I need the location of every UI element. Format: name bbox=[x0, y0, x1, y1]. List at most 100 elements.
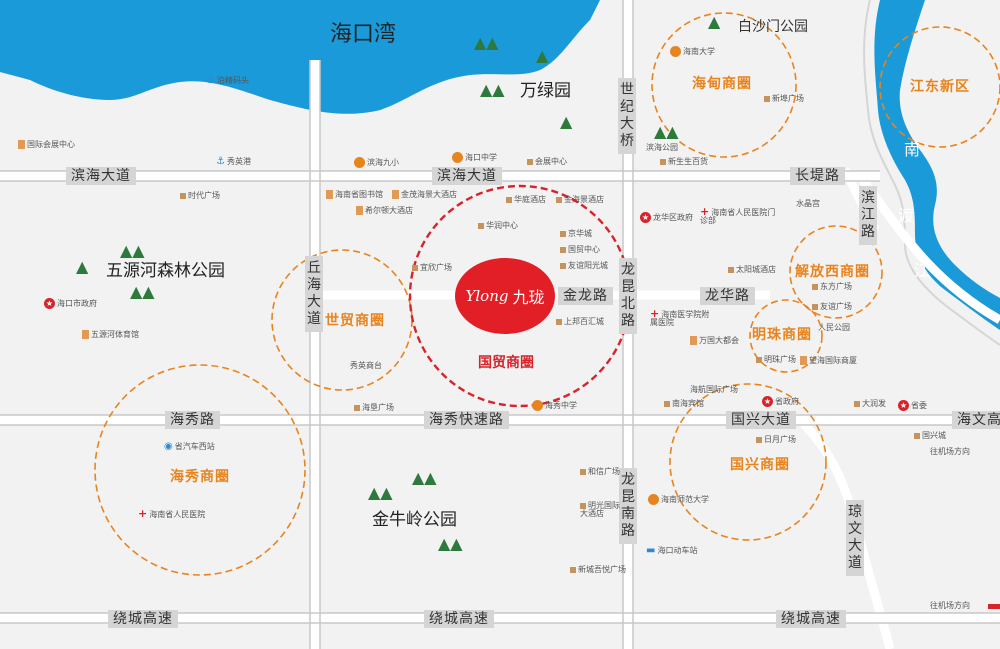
poi-nanhai: 南海宾馆 bbox=[664, 400, 704, 408]
pin-icon bbox=[764, 95, 770, 102]
poi-dock: ⚓泊精码头 bbox=[206, 75, 249, 86]
road-guoxing: 国兴大道 bbox=[726, 411, 796, 429]
poi-huarun: 华润中心 bbox=[478, 222, 518, 230]
building-icon bbox=[800, 356, 807, 365]
park-wuyuan: 五源河森林公园 bbox=[106, 261, 225, 281]
poi-intl-conv: 国际会展中心 bbox=[18, 140, 75, 149]
building-icon bbox=[392, 190, 399, 199]
river-bank bbox=[863, 0, 1000, 346]
pin-icon bbox=[527, 158, 533, 165]
haikou-bay-label: 海口湾 bbox=[330, 22, 397, 47]
school-icon bbox=[354, 157, 365, 168]
park-jinniu: 金牛岭公园 bbox=[372, 510, 457, 530]
tree-icon: ▲▲ bbox=[130, 282, 155, 301]
poi-wanghai: 望海国际商厦 bbox=[800, 356, 857, 365]
tree-icon: ▲ bbox=[708, 12, 721, 31]
poi-hainan-univ: 海南大学 bbox=[670, 46, 715, 57]
zone-guoxing: 国兴商圈 bbox=[730, 457, 790, 473]
bus-station-icon: ◉ bbox=[164, 441, 173, 452]
poi-huiguan: 会展中心 bbox=[527, 158, 567, 166]
poi-binhai-park: 滨海公园 bbox=[646, 143, 678, 152]
poi-renmin-park: 人民公园 bbox=[818, 323, 850, 332]
government-star-icon: ★ bbox=[762, 396, 773, 407]
poi-guoxing: 国兴城 bbox=[914, 432, 946, 440]
pin-icon bbox=[478, 222, 484, 229]
haixiu-zone-circle bbox=[94, 364, 306, 576]
tree-icon: ▲▲ bbox=[120, 241, 145, 260]
poi-haikou-gov: ★海口市政府 bbox=[44, 298, 97, 309]
pin-icon bbox=[580, 468, 586, 475]
poi-jinmao: 金茂海景大酒店 bbox=[392, 190, 457, 199]
poi-guomao-center: 国贸中心 bbox=[560, 246, 600, 254]
building-icon bbox=[82, 330, 89, 339]
park-wanlv: 万绿园 bbox=[520, 81, 571, 101]
pin-icon bbox=[506, 196, 512, 203]
poi-dongfang: 东方广场 bbox=[812, 283, 852, 291]
zone-haidian: 海甸商圈 bbox=[692, 76, 752, 92]
poi-renmin-hosp: +海南省人民医院 bbox=[138, 507, 206, 520]
building-icon bbox=[18, 140, 25, 149]
poi-hilton: 希尔顿大酒店 bbox=[356, 206, 413, 215]
poi-jinghua: 京华城 bbox=[560, 230, 592, 238]
poi-youyi-plaza: 友谊广场 bbox=[812, 303, 852, 311]
pin-icon bbox=[556, 318, 562, 325]
zone-jiefangxi: 解放西商圈 bbox=[795, 264, 870, 280]
poi-airport-road: 往机场方向 bbox=[930, 447, 970, 456]
tree-icon: ▲ bbox=[76, 257, 89, 276]
poi-heyi: 和信广场 bbox=[580, 468, 620, 476]
poi-yikai: 宜欣广场 bbox=[412, 264, 452, 272]
poi-binhai-jiuxiao: 滨海九小 bbox=[354, 157, 399, 168]
park-baisha: 白沙门公园 bbox=[738, 19, 808, 35]
pin-icon bbox=[580, 502, 586, 509]
government-star-icon: ★ bbox=[898, 400, 909, 411]
poi-shangbang: 上邦百汇城 bbox=[556, 318, 604, 326]
zone-guomao: 国贸商圈 bbox=[478, 355, 534, 371]
school-icon bbox=[452, 152, 463, 163]
pin-icon bbox=[812, 283, 818, 290]
tree-icon: ▲ bbox=[536, 46, 549, 65]
pin-icon bbox=[412, 264, 418, 271]
road-binhai-center: 滨海大道 bbox=[432, 167, 502, 185]
road-longkun-south: 龙昆南路 bbox=[619, 468, 637, 544]
school-icon bbox=[648, 494, 659, 505]
road-qiongwen: 琼文大道 bbox=[846, 500, 864, 576]
pin-icon bbox=[354, 404, 360, 411]
poi-longhua-gov: ★龙华区政府 bbox=[640, 212, 693, 223]
poi-bus-station: ◉省汽车西站 bbox=[164, 441, 215, 452]
poi-port: ⚓秀英港 bbox=[216, 156, 251, 167]
poi-shida: 海南师范大学 bbox=[648, 494, 709, 505]
building-icon bbox=[690, 336, 697, 345]
poi-jinhai: 金海景酒店 bbox=[556, 196, 604, 204]
pin-icon bbox=[556, 196, 562, 203]
pin-icon bbox=[660, 158, 666, 165]
school-icon bbox=[670, 46, 681, 57]
road-raocheng-east: 绕城高速 bbox=[776, 610, 846, 628]
haidian-zone-circle bbox=[651, 12, 797, 158]
anchor-icon: ⚓ bbox=[216, 156, 225, 167]
poi-shuijing: 水晶宫 bbox=[796, 199, 820, 208]
government-star-icon: ★ bbox=[640, 212, 651, 223]
tree-icon: ▲▲ bbox=[438, 534, 463, 553]
road-longhua: 龙华路 bbox=[700, 287, 755, 305]
road-binjiang: 滨江路 bbox=[859, 186, 877, 245]
tree-icon: ▲▲ bbox=[654, 122, 679, 141]
poi-haikou-zhongxue: 海口中学 bbox=[452, 152, 497, 163]
poi-mingguang: 明光国际大酒店 bbox=[580, 501, 620, 518]
pin-icon bbox=[560, 230, 566, 237]
zone-shimao: 世贸商圈 bbox=[325, 313, 385, 329]
poi-shidai: 时代广场 bbox=[180, 192, 220, 200]
government-star-icon: ★ bbox=[44, 298, 55, 309]
pin-icon bbox=[854, 400, 860, 407]
pin-icon bbox=[560, 246, 566, 253]
poi-wuyuan-center: 五源河体育馆 bbox=[82, 330, 139, 339]
road-binhai-west: 滨海大道 bbox=[66, 167, 136, 185]
road-longkun-north: 龙昆北路 bbox=[619, 258, 637, 334]
tree-icon: ▲▲ bbox=[474, 33, 499, 52]
pin-icon bbox=[180, 192, 186, 199]
train-icon: ▬ bbox=[646, 545, 656, 556]
school-icon bbox=[532, 400, 543, 411]
zone-jiangdong: 江东新区 bbox=[910, 79, 970, 95]
project-name: 九珑 bbox=[512, 288, 545, 307]
poi-xiuying-plaza: 秀英商台 bbox=[350, 361, 382, 370]
